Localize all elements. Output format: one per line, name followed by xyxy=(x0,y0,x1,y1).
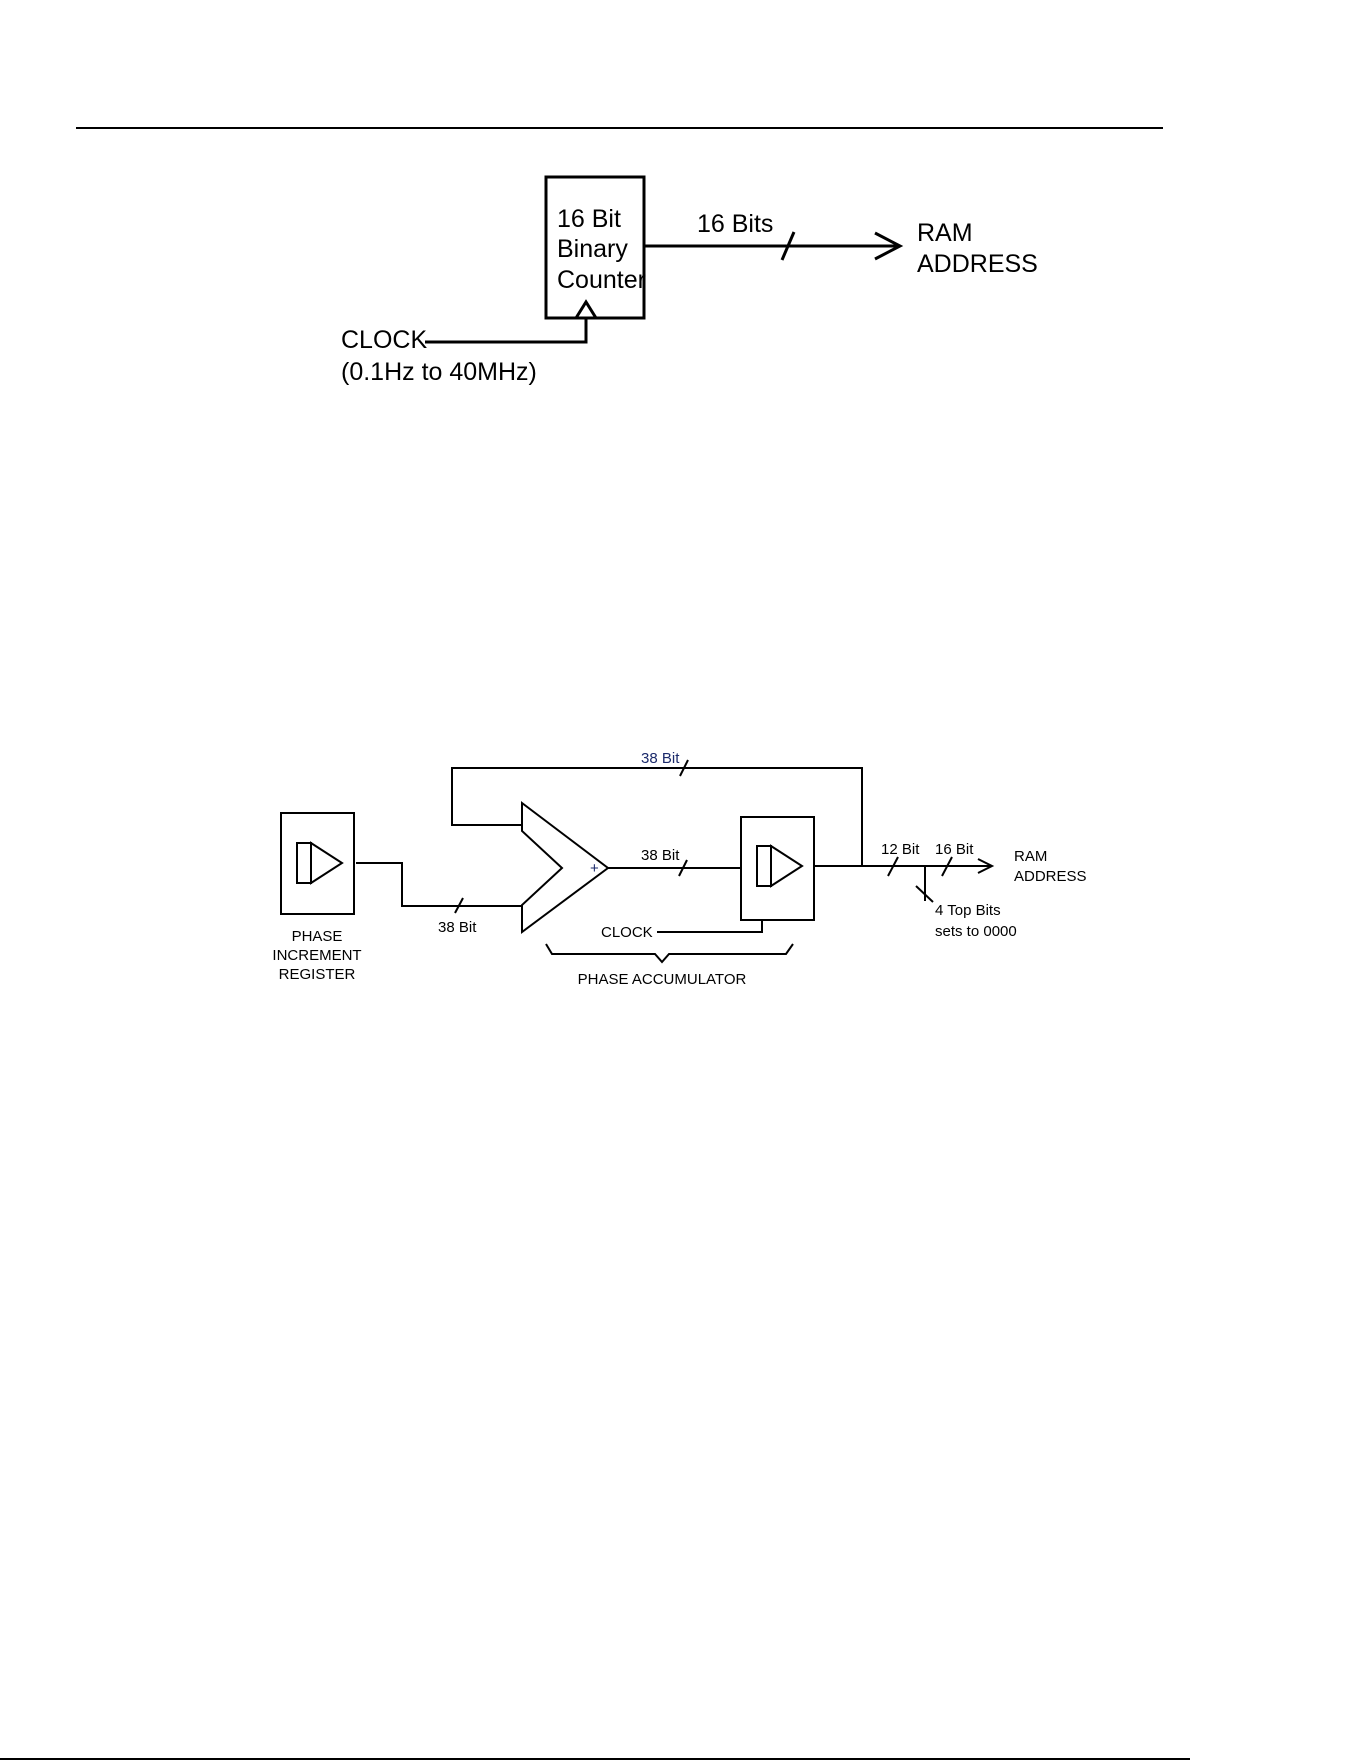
register-label-line1: PHASE xyxy=(292,928,343,945)
figure-binary-counter: 16 Bit Binary Counter 16 Bits RAM ADDRES… xyxy=(341,177,1038,386)
accumulator-latch-rect xyxy=(757,846,771,886)
counter-label-line2: Binary xyxy=(557,235,628,263)
adder-plus-sign: + xyxy=(590,860,599,877)
top-bits-label-line1: 4 Top Bits xyxy=(935,902,1001,919)
register-label-line3: REGISTER xyxy=(279,966,356,983)
ram-address-line2: ADDRESS xyxy=(917,250,1038,278)
clock-wire xyxy=(425,318,586,342)
bus-width-label: 16 Bits xyxy=(697,210,773,238)
clock-label: CLOCK xyxy=(601,924,653,941)
register-label-line2: INCREMENT xyxy=(272,947,361,964)
adder-input-label: 38 Bit xyxy=(438,919,477,936)
accumulator-clock-wire xyxy=(657,920,762,932)
accumulator-latch-triangle xyxy=(771,846,802,886)
ram-address-line2: ADDRESS xyxy=(1014,868,1087,885)
counter-label-line1: 16 Bit xyxy=(557,205,621,233)
output-16bit-label: 16 Bit xyxy=(935,841,974,858)
counter-label-line3: Counter xyxy=(557,266,646,294)
output-12bit-label: 12 Bit xyxy=(881,841,920,858)
phase-accumulator-label: PHASE ACCUMULATOR xyxy=(578,971,747,988)
ram-address-line1: RAM xyxy=(1014,848,1047,865)
phase-accumulator-brace xyxy=(546,944,793,962)
clock-range-label: (0.1Hz to 40MHz) xyxy=(341,358,537,386)
clock-label: CLOCK xyxy=(341,326,427,354)
figure-phase-accumulator: PHASE INCREMENT REGISTER 38 Bit + 38 Bit… xyxy=(272,750,1086,988)
accumulator-register-block xyxy=(741,817,814,920)
register-latch-triangle xyxy=(311,843,342,883)
adder-output-label: 38 Bit xyxy=(641,847,680,864)
register-latch-rect xyxy=(297,843,311,883)
top-bits-label-line2: sets to 0000 xyxy=(935,923,1017,940)
feedback-label: 38 Bit xyxy=(641,750,680,767)
ram-address-line1: RAM xyxy=(917,219,973,247)
increment-to-adder-wire xyxy=(356,863,522,906)
